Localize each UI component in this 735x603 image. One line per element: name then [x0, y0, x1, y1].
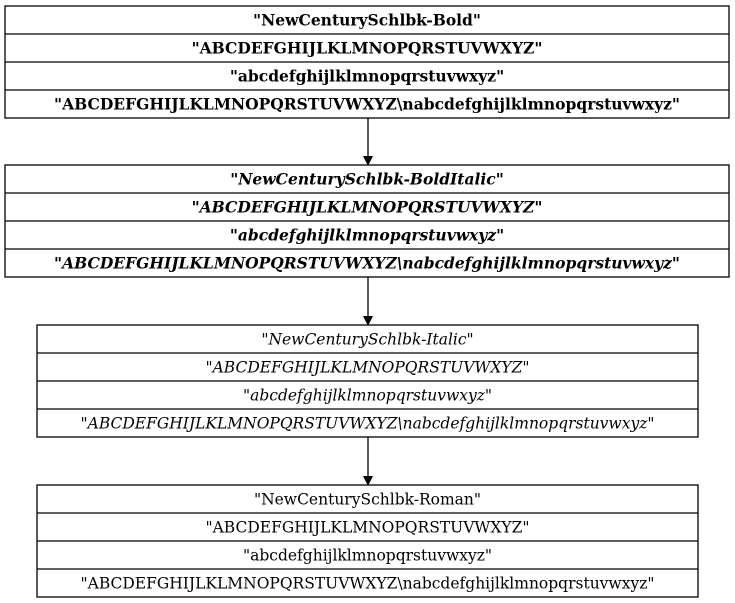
record-cell-text: "ABCDEFGHIJLKLMNOPQRSTUVWXYZ\nabcdefghij…	[81, 414, 655, 432]
record-node-bold: "NewCenturySchlbk-Bold" "ABCDEFGHIJLKLMNO…	[4, 5, 730, 119]
record-cell-text: "ABCDEFGHIJLKLMNOPQRSTUVWXYZ\nabcdefghij…	[54, 253, 680, 272]
record-cell-text: "NewCenturySchlbk-Bold"	[253, 10, 481, 29]
record-cell-text: "NewCenturySchlbk-Italic"	[261, 330, 473, 348]
record-node-roman: "NewCenturySchlbk-Roman" "ABCDEFGHIJLKLMN…	[36, 484, 699, 598]
record-cell-text: "abcdefghijlklmnopqrstuvwxyz"	[243, 386, 492, 404]
record-cell-text: "ABCDEFGHIJLKLMNOPQRSTUVWXYZ"	[205, 518, 529, 536]
record-cell-text: "abcdefghijlklmnopqrstuvwxyz"	[230, 66, 504, 85]
record-cell-text: "ABCDEFGHIJLKLMNOPQRSTUVWXYZ\nabcdefghij…	[54, 94, 680, 113]
record-node-bold-italic: "NewCenturySchlbk-BoldItalic" "ABCDEFGHIJ…	[4, 164, 730, 278]
nodes-layer: "NewCenturySchlbk-Bold" "ABCDEFGHIJLKLMNO…	[4, 5, 730, 598]
record-cell-text: "NewCenturySchlbk-BoldItalic"	[230, 169, 504, 188]
record-cell-text: "ABCDEFGHIJLKLMNOPQRSTUVWXYZ"	[192, 197, 543, 216]
record-cell-text: "ABCDEFGHIJLKLMNOPQRSTUVWXYZ"	[205, 358, 529, 376]
record-cell-text: "NewCenturySchlbk-Roman"	[254, 490, 481, 508]
record-cell-text: "abcdefghijlklmnopqrstuvwxyz"	[230, 225, 504, 244]
record-cell-text: "ABCDEFGHIJLKLMNOPQRSTUVWXYZ"	[192, 38, 543, 57]
record-cell-text: "ABCDEFGHIJLKLMNOPQRSTUVWXYZ\nabcdefghij…	[81, 574, 655, 592]
record-cell-text: "abcdefghijlklmnopqrstuvwxyz"	[243, 546, 492, 564]
record-node-italic: "NewCenturySchlbk-Italic" "ABCDEFGHIJLKLM…	[36, 324, 699, 438]
